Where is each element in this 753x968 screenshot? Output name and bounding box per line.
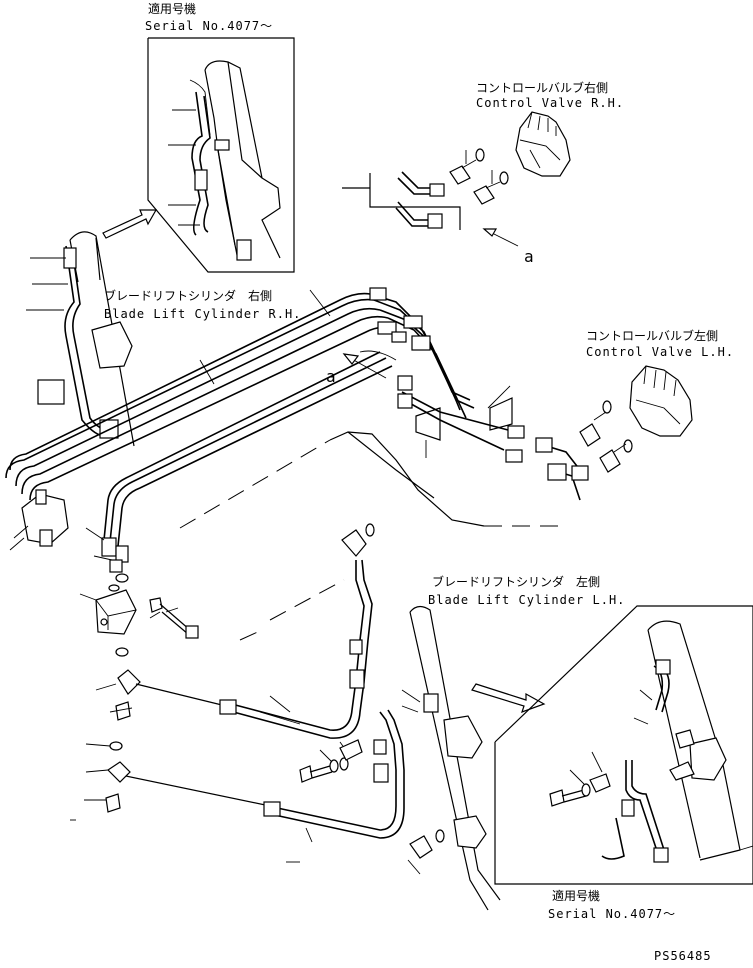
blade-lift-cylinder-lh: ブレードリフトシリンダ 左側 Blade Lift Cylinder L.H. (401, 574, 625, 911)
leader-lines (70, 819, 300, 863)
lower-left-fittings (9, 489, 271, 813)
inset-top: 適用号機 Serial No.4077～ (145, 1, 295, 273)
serial-bottom-label: Serial No.4077～ (548, 907, 676, 921)
serial-top-label: Serial No.4077～ (145, 19, 273, 33)
view-a-lower-label: a (326, 367, 337, 386)
blade-lift-cylinder-rh: ブレードリフトシリンダ 右側 Blade Lift Cylinder R.H. (26, 231, 301, 447)
inset-bottom: 適用号機 Serial No.4077～ (494, 605, 753, 921)
control-valve-lh: コントロールバルブ左側 Control Valve L.H. (535, 328, 734, 501)
blc-rh-label: Blade Lift Cylinder R.H. (104, 307, 301, 321)
serial-top-jp-label: 適用号機 (148, 1, 196, 16)
cv-lh-jp-label: コントロールバルブ左側 (586, 328, 718, 343)
frame-outline (179, 431, 560, 641)
inset-arrow-bottom (471, 683, 546, 713)
drawing-number: PS56485 (654, 949, 712, 963)
tube-bundle: a (5, 287, 525, 547)
serial-bottom-jp-label: 適用号機 (552, 888, 600, 903)
cv-lh-label: Control Valve L.H. (586, 345, 734, 359)
hose-assemblies (219, 523, 445, 875)
cv-rh-label: Control Valve R.H. (476, 96, 624, 110)
control-valve-rh: コントロールバルブ右側 Control Valve R.H. a (342, 80, 624, 266)
inset-arrow-top (102, 209, 158, 239)
blc-lh-jp-label: ブレードリフトシリンダ 左側 (432, 574, 600, 589)
blc-rh-jp-label: ブレードリフトシリンダ 右側 (104, 288, 272, 303)
cv-rh-jp-label: コントロールバルブ右側 (476, 80, 608, 95)
view-a-upper-label: a (524, 247, 535, 266)
blc-lh-label: Blade Lift Cylinder L.H. (428, 593, 625, 607)
